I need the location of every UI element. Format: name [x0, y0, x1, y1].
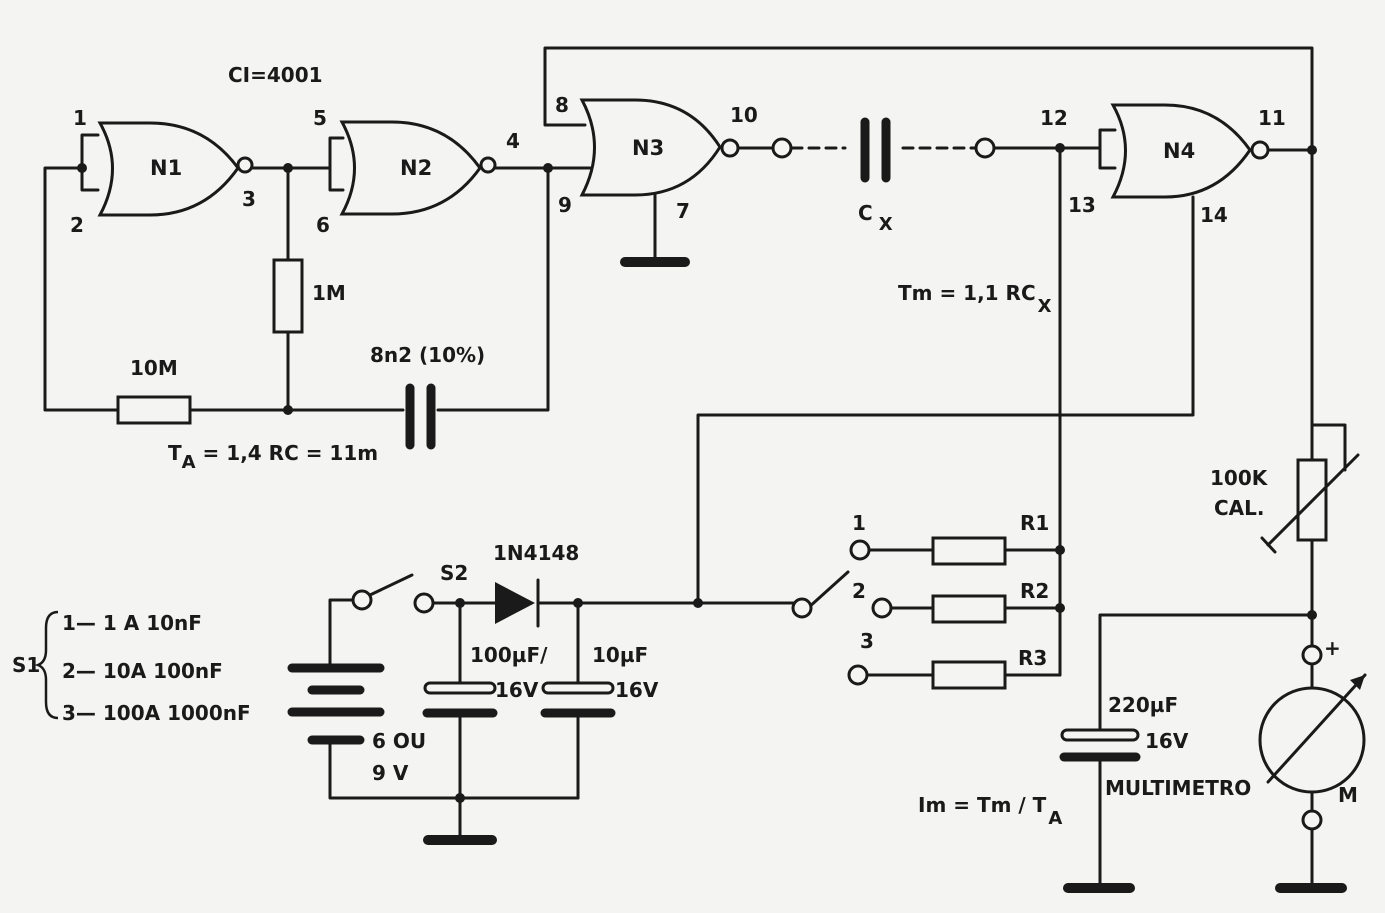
- pin-2-label: 2: [70, 213, 84, 237]
- diode-1n4148: [495, 578, 540, 628]
- resistor-1m: [272, 258, 304, 334]
- pin-10-label: 10: [730, 103, 758, 127]
- r2-label: R2: [1020, 579, 1049, 603]
- c10u-label-a: 10µF: [592, 643, 648, 667]
- pin-5-label: 5: [313, 106, 327, 130]
- pin-13-label: 13: [1068, 193, 1096, 217]
- s1-row-1: 1— 1 A 10nF: [62, 611, 202, 635]
- pin-1-label: 1: [73, 106, 87, 130]
- c100u-label-a: 100µF/: [470, 643, 548, 667]
- s2-label: S2: [440, 561, 468, 585]
- pin-4-label: 4: [506, 129, 520, 153]
- potentiometer-100k: [1260, 453, 1360, 554]
- switch-pos-3: 3: [860, 629, 874, 653]
- gate-n3: [579, 98, 740, 197]
- ta-formula: TA = 1,4 RC = 11m: [168, 441, 378, 473]
- pin-9-label: 9: [558, 193, 572, 217]
- resistor-10m-label: 10M: [130, 356, 178, 380]
- meter-plus-label: +: [1324, 636, 1341, 660]
- multimeter-label: MULTIMETRO: [1105, 776, 1251, 800]
- c10u-label-b: 16V: [615, 678, 659, 702]
- capacitor-220uf: [1059, 728, 1141, 762]
- pin-8-label: 8: [555, 93, 569, 117]
- meter-label: M: [1338, 783, 1358, 807]
- terminals: [351, 137, 1323, 831]
- battery-label-a: 6 OU: [372, 729, 426, 753]
- im-formula: Im = Tm / TA: [918, 793, 1062, 829]
- chip-label: CI=4001: [228, 63, 323, 87]
- s1-row-2: 2— 10A 100nF: [62, 659, 223, 683]
- capacitor-8n2: [405, 383, 436, 450]
- gate-n2: [339, 120, 497, 216]
- pot-label-a: 100K: [1210, 466, 1269, 490]
- battery-label-b: 9 V: [372, 761, 409, 785]
- capacitor-10uf: [540, 681, 616, 718]
- r1-label: R1: [1020, 511, 1049, 535]
- battery: [287, 663, 385, 745]
- pin-7-label: 7: [676, 199, 690, 223]
- gate-n1: [97, 121, 254, 217]
- gate-n2-label: N2: [400, 156, 432, 180]
- resistor-r1: [931, 536, 1007, 566]
- capacitor-cx: [860, 117, 891, 183]
- switch-pos-2: 2: [852, 579, 866, 603]
- pin-6-label: 6: [316, 213, 330, 237]
- diode-label: 1N4148: [493, 541, 579, 565]
- pin-3-label: 3: [242, 187, 256, 211]
- ground-symbols: [423, 257, 1347, 893]
- pin-11-label: 11: [1258, 106, 1286, 130]
- pin-12-label: 12: [1040, 106, 1068, 130]
- c220u-label-a: 220µF: [1108, 693, 1178, 717]
- r3-label: R3: [1018, 646, 1047, 670]
- gate-n3-label: N3: [632, 136, 664, 160]
- s1-row-3: 3— 100A 1000nF: [62, 701, 251, 725]
- pot-label-b: CAL.: [1214, 496, 1265, 520]
- capacitor-100uf: [422, 681, 498, 718]
- wiring: [34, 46, 1347, 890]
- gate-n1-label: N1: [150, 156, 182, 180]
- switch-pos-1: 1: [852, 511, 866, 535]
- gate-n4-label: N4: [1163, 139, 1195, 163]
- pin-14-label: 14: [1200, 203, 1228, 227]
- multimeter: [1258, 673, 1367, 794]
- tm-formula: Tm = 1,1 RCX: [898, 281, 1052, 317]
- c220u-label-b: 16V: [1145, 729, 1189, 753]
- junction-dots: [77, 143, 1317, 803]
- c100u-label-b: 16V: [495, 678, 539, 702]
- resistor-1m-label: 1M: [312, 281, 346, 305]
- resistor-r2: [931, 594, 1007, 624]
- capacitor-8n2-label: 8n2 (10%): [370, 343, 485, 367]
- resistor-10m: [116, 395, 192, 425]
- resistor-r3: [931, 660, 1007, 690]
- s1-label: S1: [12, 653, 40, 677]
